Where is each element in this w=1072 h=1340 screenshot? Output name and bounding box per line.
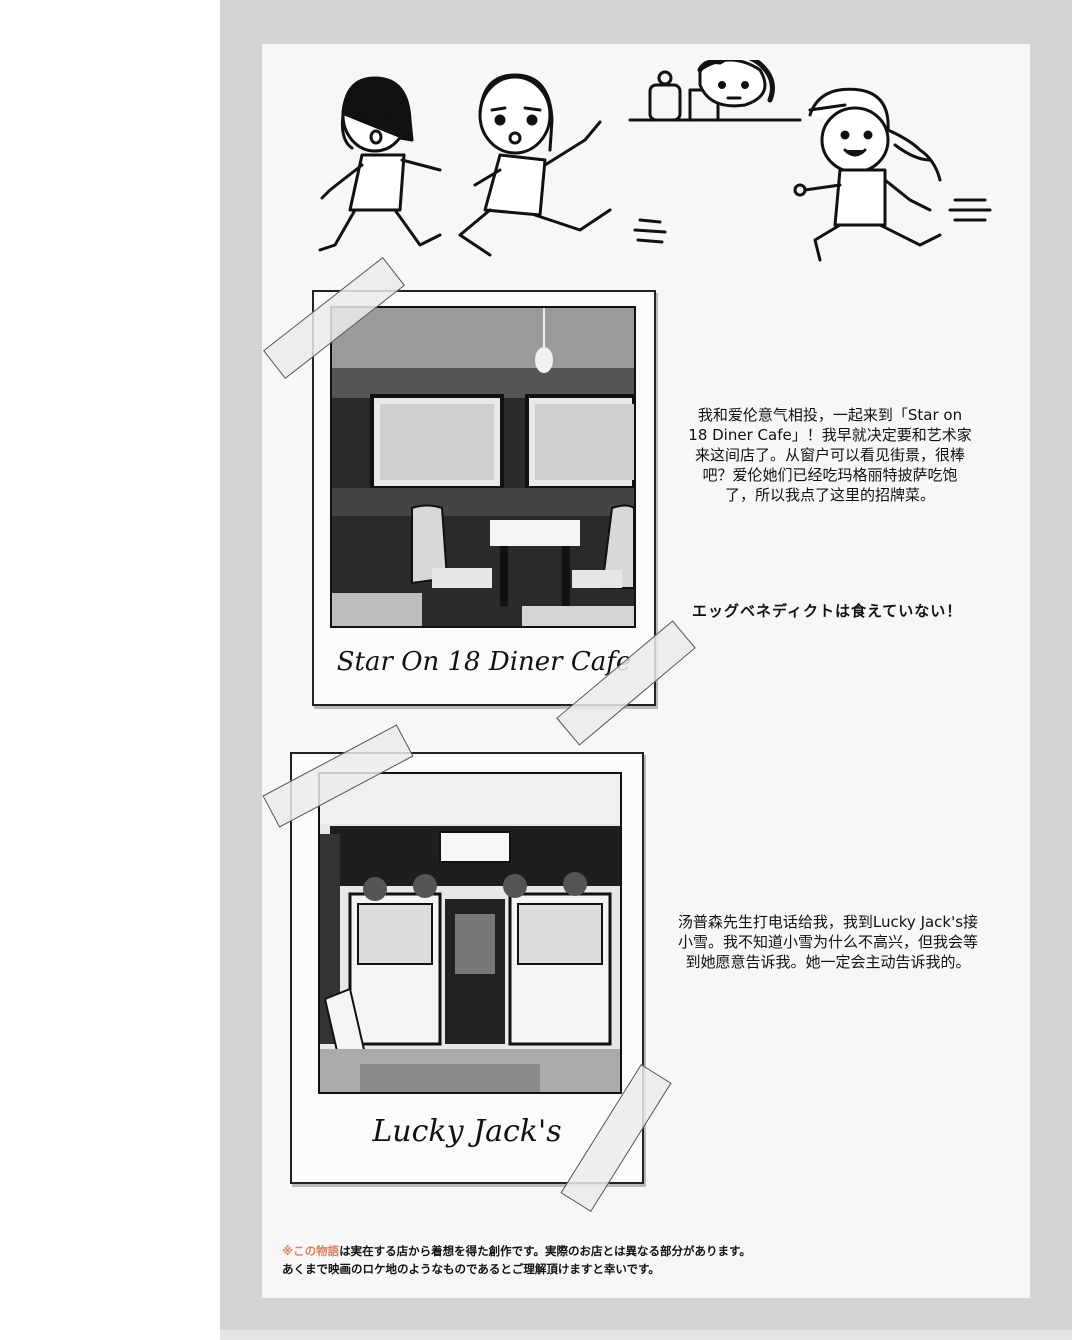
left-margin <box>0 0 220 1340</box>
polaroid-lucky-jacks: Lucky Jack's <box>290 752 644 1184</box>
footer-line-1-text: は実在する店から着想を得た創作です。実際のお店とは異なる部分があります。 <box>339 1244 751 1258</box>
note-star-diner: 我和爱伦意气相投，一起来到「Star on 18 Diner Cafe」！我早就… <box>688 406 972 504</box>
diner-interior-drawing <box>332 308 634 626</box>
diner-interior-photo <box>330 306 636 628</box>
note-eggs-benedict: エッグベネディクトは食えていない！ <box>692 602 963 620</box>
character-girl-cap <box>793 87 992 262</box>
footer-line-1: ※この物語は実在する店から着想を得た創作です。実際のお店とは異なる部分があります… <box>282 1242 1002 1260</box>
running-characters-illustration <box>318 60 992 262</box>
bottom-band <box>220 1330 1072 1340</box>
footer-disclaimer: ※この物語は実在する店から着想を得た創作です。実際のお店とは異なる部分があります… <box>282 1242 1002 1278</box>
character-girl-1 <box>318 76 442 252</box>
storefront-drawing <box>320 774 620 1092</box>
polaroid-star-diner: Star On 18 Diner Cafe <box>312 290 656 706</box>
caption-lucky-jacks: Lucky Jack's <box>372 1114 562 1149</box>
caption-star-diner: Star On 18 Diner Cafe <box>336 647 632 677</box>
footer-line-1-start: ※この物語 <box>282 1244 340 1258</box>
lucky-jacks-storefront-photo <box>318 772 622 1094</box>
character-girl-2 <box>458 73 667 257</box>
footer-line-2: あくまで映画のロケ地のようなものであるとご理解頂けますと幸いです。 <box>282 1262 660 1276</box>
character-woman-counter <box>628 60 802 122</box>
note-lucky-jacks: 汤普森先生打电话给我，我到Lucky Jack's接小雪。我不知道小雪为什么不高… <box>677 913 979 971</box>
